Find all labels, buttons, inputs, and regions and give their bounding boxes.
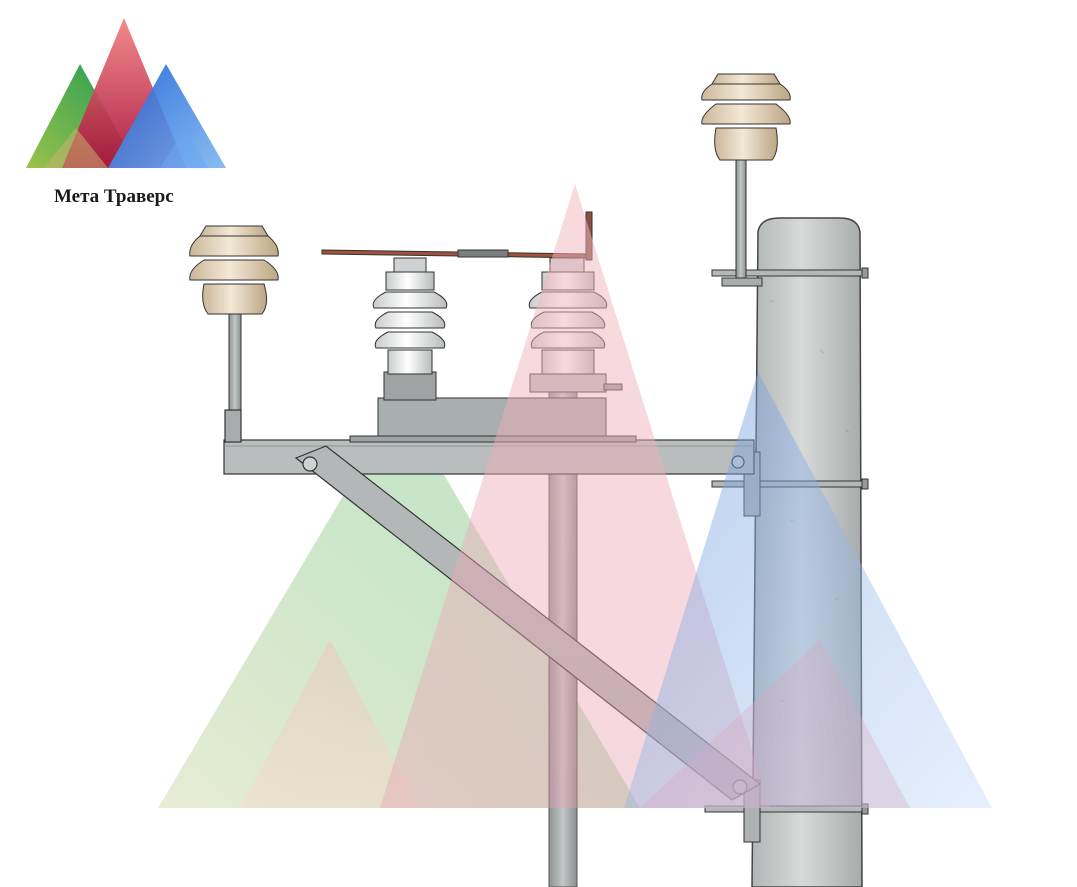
overlay-triangle-blue	[624, 372, 992, 808]
overlay-triangles	[380, 184, 992, 808]
brand-logo-icon	[26, 18, 226, 168]
pin-insulator-icon	[701, 73, 791, 287]
brand-name: Мета Траверс	[54, 186, 174, 207]
disconnector-insulator-icon	[372, 257, 448, 401]
backdrop-triangle-peach	[240, 640, 420, 808]
disconnector-blade	[321, 211, 593, 261]
overlay-triangle-rose	[640, 640, 910, 808]
